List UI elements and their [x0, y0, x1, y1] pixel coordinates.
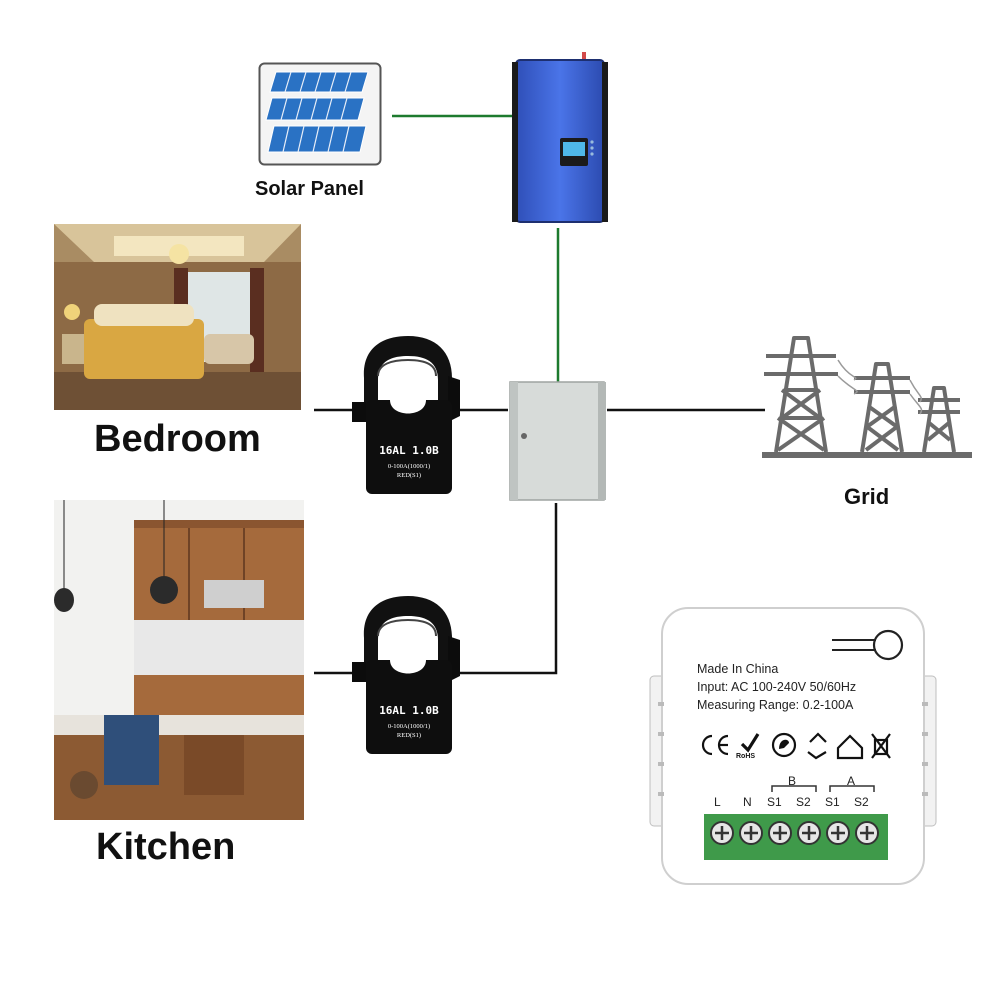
bedroom-image	[54, 224, 301, 410]
ct-clamp-icon	[352, 596, 460, 754]
module-specs: Made In China Input: AC 100-240V 50/60Hz…	[697, 660, 856, 714]
power-tower-icon	[762, 336, 972, 458]
distribution-box-icon	[509, 381, 606, 501]
bedroom-illustration	[54, 224, 301, 410]
clamp-model: 16AL 1.0B	[379, 704, 439, 717]
kitchen-label: Kitchen	[96, 826, 236, 868]
clamp-model: 16AL 1.0B	[379, 444, 439, 457]
clamp-lead: RED(S1)	[396, 732, 422, 739]
terminal-label: S2	[796, 795, 811, 809]
grid-towers	[762, 330, 972, 462]
energy-monitor-module	[648, 602, 938, 892]
terminal-label: S1	[767, 795, 782, 809]
clamp-range: 0-100A(1000/1)	[387, 723, 431, 730]
group-a-label: A	[847, 774, 856, 788]
wire-box-to-kitchen-clamp	[455, 503, 558, 675]
bedroom-label: Bedroom	[94, 418, 261, 460]
clamp-lead: RED(S1)	[396, 472, 422, 479]
clamp-kitchen-text: 16AL 1.0B 0-100A(1000/1) RED(S1)	[366, 704, 452, 739]
ct-clamp-icon	[352, 336, 460, 494]
kitchen-illustration	[54, 500, 304, 820]
clamp-bedroom-text: 16AL 1.0B 0-100A(1000/1) RED(S1)	[366, 444, 452, 479]
module-body	[649, 607, 937, 885]
terminal-label: S1	[825, 795, 840, 809]
inverter-icon	[512, 52, 608, 223]
terminal-label: L	[714, 795, 721, 809]
grid-label: Grid	[844, 484, 890, 509]
distribution-box	[508, 380, 608, 506]
clamp-range: 0-100A(1000/1)	[387, 463, 431, 470]
solar-panel	[258, 62, 382, 166]
terminal-labels: L N S1 S2 S1 S2	[704, 795, 888, 811]
ct-clamp-kitchen	[352, 590, 464, 756]
solar-panel-icon	[258, 62, 382, 166]
rohs-mark: RoHS	[736, 753, 756, 760]
kitchen-image	[54, 500, 304, 820]
group-b-label: B	[788, 774, 797, 788]
module-input: Input: AC 100-240V 50/60Hz	[697, 680, 857, 694]
terminal-label: S2	[854, 795, 869, 809]
solar-panel-label: Solar Panel	[255, 178, 364, 200]
terminal-label: N	[743, 795, 752, 809]
module-made-in: Made In China	[697, 662, 779, 676]
module-measuring-range: Measuring Range: 0.2-100A	[697, 698, 854, 712]
grid-tie-inverter	[510, 50, 610, 230]
ct-clamp-bedroom	[352, 330, 464, 496]
